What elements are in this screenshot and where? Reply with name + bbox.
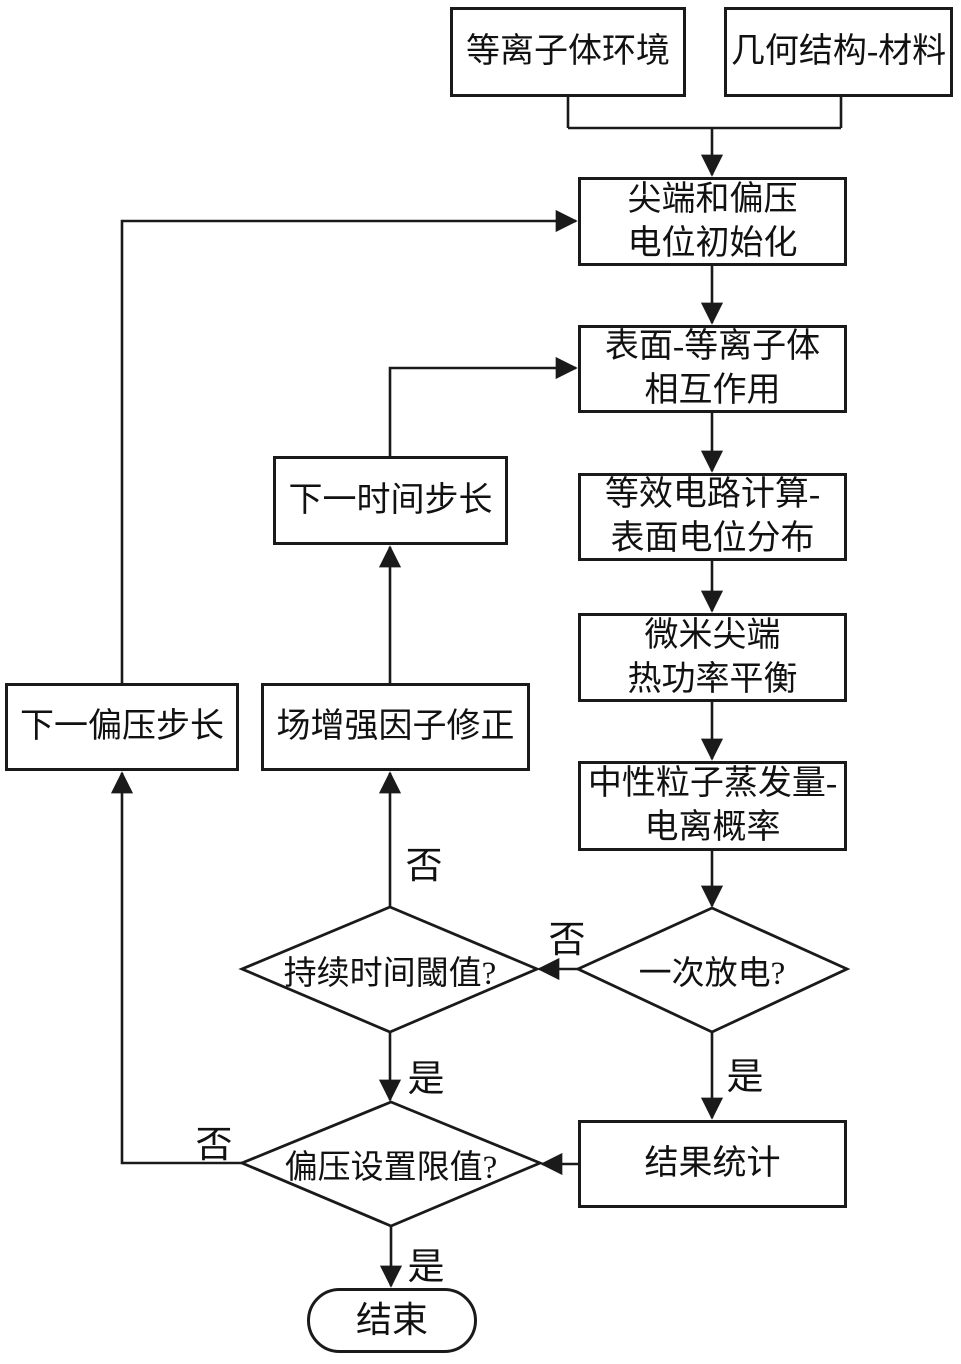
node-end-terminator: 结束 <box>307 1288 477 1353</box>
decision-discharge-shape <box>574 906 851 1034</box>
decision-bias-limit-shape <box>238 1100 544 1228</box>
node-next-bias-step: 下一偏压步长 <box>5 683 239 771</box>
node-surface-plasma-interaction: 表面-等离子体 相互作用 <box>578 325 847 413</box>
node-result-statistics: 结果统计 <box>578 1120 847 1208</box>
edge-label-discharge-yes: 是 <box>726 1057 764 1098</box>
node-geometry-material: 几何结构-材料 <box>724 7 953 97</box>
node-init-potential: 尖端和偏压 电位初始化 <box>578 177 847 266</box>
decision-bias-limit-label: 偏压设置限值? <box>284 1150 498 1186</box>
edge-bias-no-to-next-bias-step <box>110 771 242 1165</box>
decision-discharge-label: 一次放电? <box>638 956 786 992</box>
node-field-factor-correction: 场增强因子修正 <box>261 683 530 771</box>
decision-duration-label: 持续时间閾值? <box>283 956 497 992</box>
edge-next-bias-step-to-init <box>120 209 578 683</box>
node-plasma-environment: 等离子体环境 <box>450 7 686 97</box>
node-next-time-step: 下一时间步长 <box>273 456 508 545</box>
node-tip-thermal-balance: 微米尖端 热功率平衡 <box>578 613 847 702</box>
edge-next-time-step-to-surface <box>388 356 578 456</box>
edge-label-bias-yes: 是 <box>407 1247 445 1288</box>
edge-label-duration-no: 否 <box>405 846 443 887</box>
edge-label-discharge-no: 否 <box>548 920 586 961</box>
node-equivalent-circuit: 等效电路计算- 表面电位分布 <box>578 473 847 561</box>
edge-label-duration-yes: 是 <box>407 1059 445 1100</box>
decision-duration-shape <box>238 905 541 1034</box>
node-neutral-evaporation: 中性粒子蒸发量- 电离概率 <box>578 761 847 851</box>
edge-label-bias-no: 否 <box>195 1125 233 1166</box>
